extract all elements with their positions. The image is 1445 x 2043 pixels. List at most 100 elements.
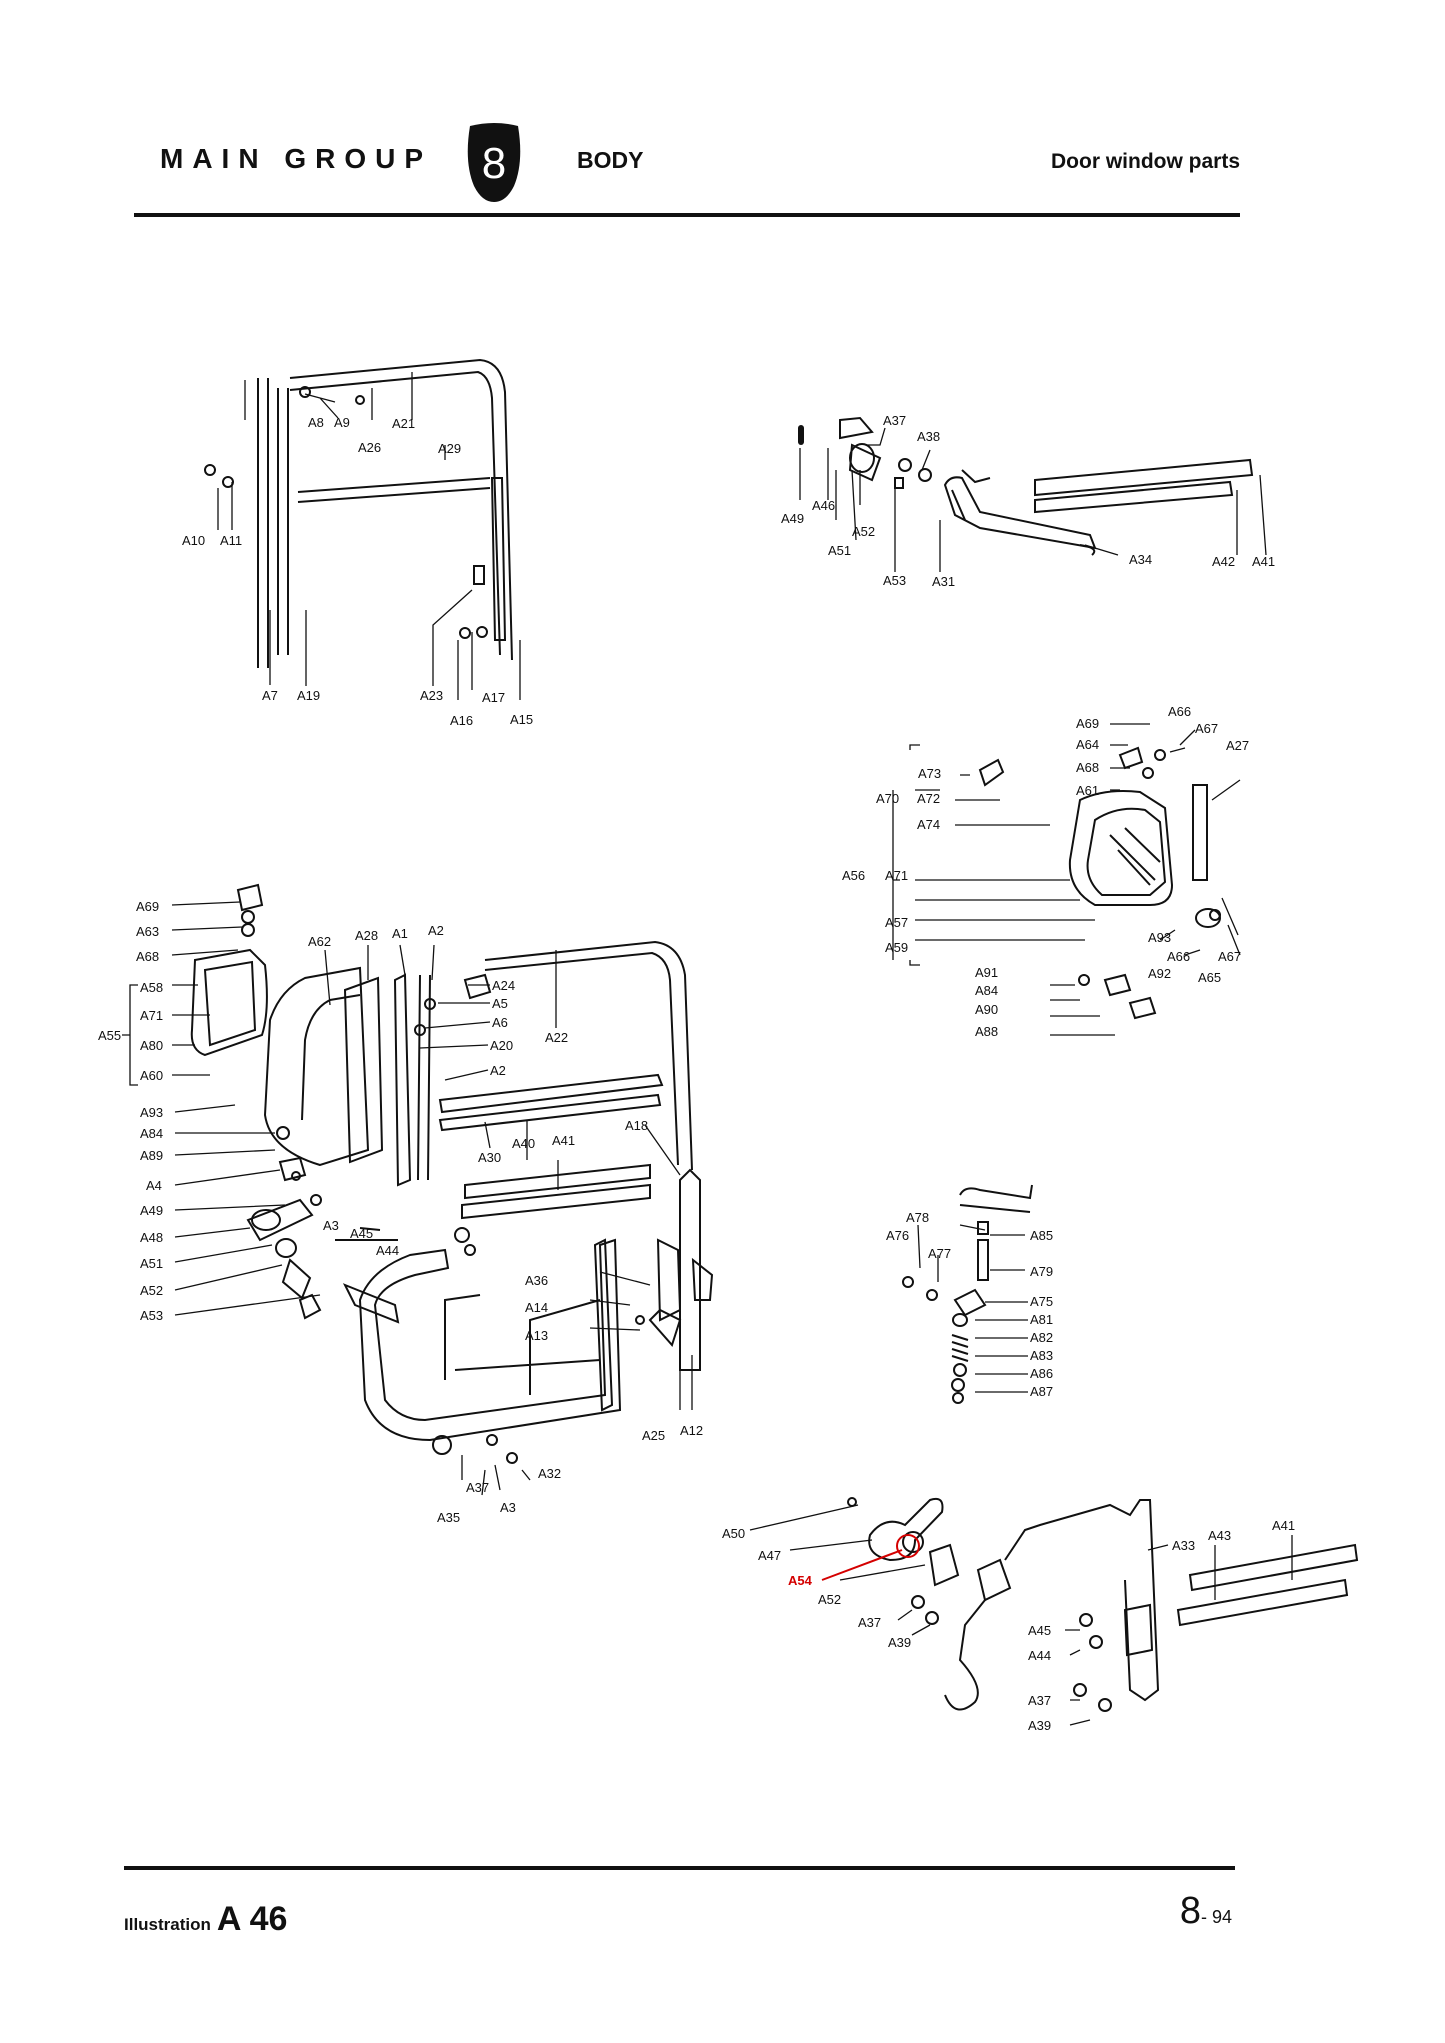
page-number-suffix: - 94 xyxy=(1200,1907,1232,1927)
label-A22: A22 xyxy=(545,1030,568,1045)
label-A57: A57 xyxy=(885,915,908,930)
label-A24: A24 xyxy=(492,978,515,993)
header-rule xyxy=(134,213,1240,217)
label-A68-vent: A68 xyxy=(1076,760,1099,775)
label-A42-top: A42 xyxy=(1212,554,1235,569)
label-A62: A62 xyxy=(308,934,331,949)
crank-regulator-callouts: A50 A47 A54 A52 A37 A39 A33 A43 A41 A45 … xyxy=(722,1504,1295,1733)
label-A84: A84 xyxy=(140,1126,163,1141)
label-A92: A92 xyxy=(1148,966,1171,981)
label-A50: A50 xyxy=(722,1526,745,1541)
label-A52: A52 xyxy=(140,1283,163,1298)
label-A31: A31 xyxy=(932,574,955,589)
label-A4: A4 xyxy=(146,1178,162,1193)
label-A69-vent: A69 xyxy=(1076,716,1099,731)
label-A56: A56 xyxy=(842,868,865,883)
footer-rule xyxy=(124,1866,1235,1870)
label-A3-bottom: A3 xyxy=(500,1500,516,1515)
label-A17: A17 xyxy=(482,690,505,705)
label-A34: A34 xyxy=(1129,552,1152,567)
label-A35: A35 xyxy=(437,1510,460,1525)
label-A29: A29 xyxy=(438,441,461,456)
label-A9: A9 xyxy=(334,415,350,430)
label-A38: A38 xyxy=(917,429,940,444)
label-A86: A86 xyxy=(1030,1366,1053,1381)
label-A10: A10 xyxy=(182,533,205,548)
label-A3-mid: A3 xyxy=(323,1218,339,1233)
label-A68: A68 xyxy=(136,949,159,964)
label-A14: A14 xyxy=(525,1300,548,1315)
label-A36: A36 xyxy=(525,1273,548,1288)
page-title: Door window parts xyxy=(1051,150,1240,173)
door-assembly-group xyxy=(190,883,714,1464)
label-A30: A30 xyxy=(478,1150,501,1165)
label-A66-bottom: A66 xyxy=(1167,949,1190,964)
label-A82: A82 xyxy=(1030,1330,1053,1345)
label-A49-top: A49 xyxy=(781,511,804,526)
label-A45-crank: A45 xyxy=(1028,1623,1051,1638)
label-A58: A58 xyxy=(140,980,163,995)
label-A1: A1 xyxy=(392,926,408,941)
label-A60: A60 xyxy=(140,1068,163,1083)
illustration-number: A 46 xyxy=(216,1900,288,1938)
label-A8: A8 xyxy=(308,415,324,430)
label-A70: A70 xyxy=(876,791,899,806)
label-A37: A37 xyxy=(466,1480,489,1495)
label-A48: A48 xyxy=(140,1230,163,1245)
door-assembly-callouts: A69 A63 A68 A58 A55 A71 A80 A60 A93 A84 … xyxy=(98,899,703,1525)
regulator-group-top xyxy=(798,416,1254,556)
label-A87: A87 xyxy=(1030,1384,1053,1399)
label-A72: A72 xyxy=(917,791,940,806)
label-A55: A55 xyxy=(98,1028,121,1043)
label-A37-top: A37 xyxy=(883,413,906,428)
label-A51: A51 xyxy=(140,1256,163,1271)
label-A44-crank: A44 xyxy=(1028,1648,1051,1663)
group-number: 8 xyxy=(482,139,506,188)
label-A59: A59 xyxy=(885,940,908,955)
label-A79: A79 xyxy=(1030,1264,1053,1279)
lock-parts-callouts: A78 A76 A77 A85 A79 A75 A81 A82 A83 A86 … xyxy=(886,1210,1053,1399)
illustration-word: Illustration xyxy=(124,1915,211,1934)
group-number-badge: 8 xyxy=(467,123,521,202)
label-A91: A91 xyxy=(975,965,998,980)
label-A85: A85 xyxy=(1030,1228,1053,1243)
label-A45: A45 xyxy=(350,1226,373,1241)
lock-parts-group xyxy=(902,1184,1033,1404)
label-A2-bottom: A2 xyxy=(490,1063,506,1078)
vent-window-callouts: A69 A66 A67 A27 A64 A68 A61 A73 A70 A72 … xyxy=(842,704,1249,1039)
frame-group xyxy=(244,358,513,668)
label-A12: A12 xyxy=(680,1423,703,1438)
illustration-caption: Illustration A 46 xyxy=(124,1900,287,1939)
label-A93: A93 xyxy=(140,1105,163,1120)
label-A67-bottom: A67 xyxy=(1218,949,1241,964)
label-A47: A47 xyxy=(758,1548,781,1563)
crank-regulator-group xyxy=(847,1497,1359,1712)
label-A21: A21 xyxy=(392,416,415,431)
label-A18: A18 xyxy=(625,1118,648,1133)
label-A89: A89 xyxy=(140,1148,163,1163)
label-A49: A49 xyxy=(140,1203,163,1218)
label-A71: A71 xyxy=(140,1008,163,1023)
label-A77: A77 xyxy=(928,1246,951,1261)
label-A54-highlighted: A54 xyxy=(788,1573,813,1588)
label-A23: A23 xyxy=(420,688,443,703)
label-A33: A33 xyxy=(1172,1538,1195,1553)
label-A66-top: A66 xyxy=(1168,704,1191,719)
frame-callouts: A8 A9 A10 A11 A26 A21 A29 A7 A19 A23 A17… xyxy=(182,372,533,728)
vent-window-group xyxy=(978,746,1221,1020)
label-A65: A65 xyxy=(1198,970,1221,985)
label-A76: A76 xyxy=(886,1228,909,1243)
label-A64: A64 xyxy=(1076,737,1099,752)
label-A41-top: A41 xyxy=(1252,554,1275,569)
label-A80: A80 xyxy=(140,1038,163,1053)
label-A51-top: A51 xyxy=(828,543,851,558)
label-A81: A81 xyxy=(1030,1312,1053,1327)
regulator-callouts-top: A37 A38 A46 A49 A52 A51 A53 A31 A34 A42 … xyxy=(781,413,1275,589)
label-A6: A6 xyxy=(492,1015,508,1030)
label-A37-crank: A37 xyxy=(858,1615,881,1630)
label-A2-top: A2 xyxy=(428,923,444,938)
label-A52-top: A52 xyxy=(852,524,875,539)
label-A78: A78 xyxy=(906,1210,929,1225)
label-A27: A27 xyxy=(1226,738,1249,753)
